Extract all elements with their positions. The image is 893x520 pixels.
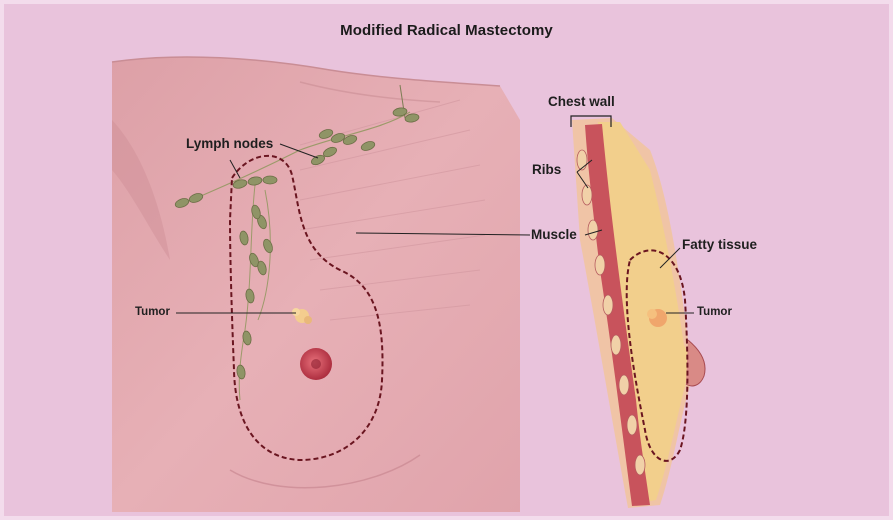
label-ribs: Ribs — [532, 162, 561, 177]
label-chest-wall: Chest wall — [548, 94, 615, 109]
label-tumor-right: Tumor — [697, 306, 732, 318]
nipple — [300, 348, 332, 380]
diagram-title: Modified Radical Mastectomy — [0, 22, 893, 39]
label-muscle: Muscle — [531, 227, 577, 242]
label-tumor-left: Tumor — [135, 306, 170, 318]
torso-shape — [112, 57, 520, 512]
label-lymph-nodes: Lymph nodes — [186, 136, 273, 151]
label-fatty-tissue: Fatty tissue — [682, 237, 757, 252]
lymph-node — [263, 176, 277, 184]
